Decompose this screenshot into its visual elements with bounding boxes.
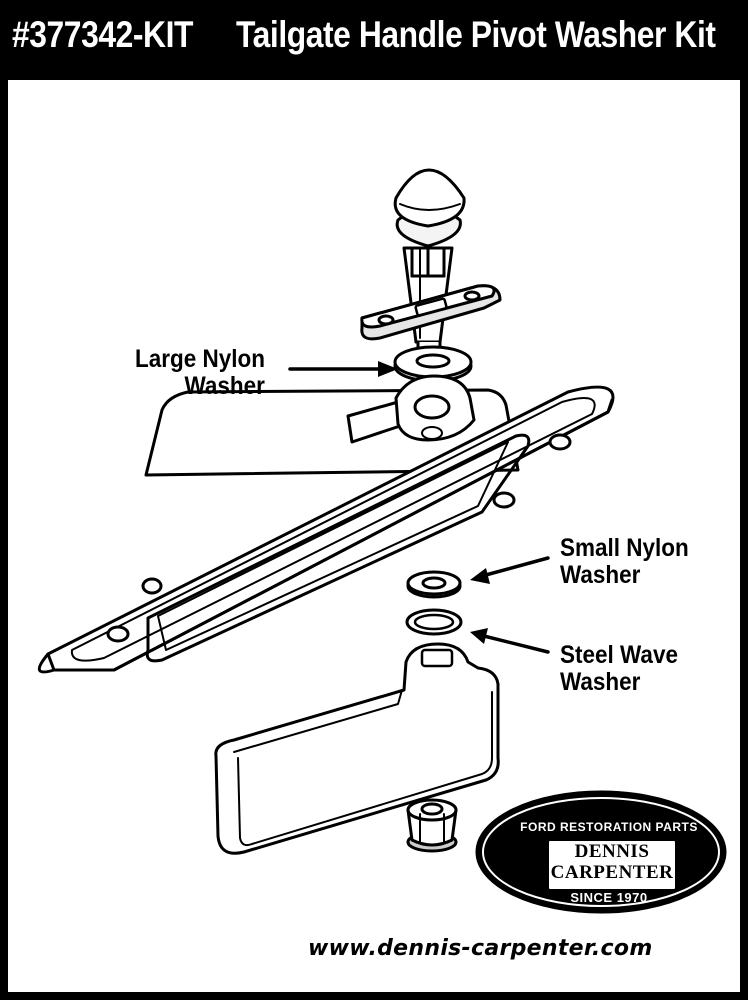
kit-title: Tailgate Handle Pivot Washer Kit xyxy=(236,14,716,55)
steel-wave-washer xyxy=(405,608,463,636)
handle-housing xyxy=(37,374,615,674)
bracket-plate xyxy=(360,284,502,341)
logo-name-line2: CARPENTER xyxy=(550,862,674,883)
large-nylon-label-line1: Large Nylon xyxy=(135,345,266,373)
company-logo: FORD RESTORATION PARTS DENNIS CARPENTER … xyxy=(484,800,734,930)
exploded-parts-diagram xyxy=(37,168,727,914)
large-nylon-washer xyxy=(393,345,473,383)
website-link[interactable]: www.dennis-carpenter.com xyxy=(308,936,653,961)
small-nylon-washer-label: Small Nylon Washer xyxy=(560,535,689,589)
steel-wave-label-line2: Washer xyxy=(560,668,641,696)
title-bar: #377342-KIT Tailgate Handle Pivot Washer… xyxy=(0,0,748,78)
large-nylon-label-line2: Washer xyxy=(184,372,265,400)
large-nylon-washer-label: Large Nylon Washer xyxy=(135,346,265,400)
logo-name-line1: DENNIS xyxy=(574,841,650,862)
steel-wave-washer-label: Steel Wave Washer xyxy=(560,642,678,696)
steel-washer-arrow xyxy=(482,634,550,654)
small-washer-arrow xyxy=(480,556,550,578)
logo-name-box: DENNIS CARPENTER xyxy=(546,838,678,892)
logo-top-text: FORD RESTORATION PARTS xyxy=(520,820,698,834)
part-number: #377342-KIT xyxy=(12,14,194,55)
flange-nut xyxy=(406,798,458,853)
steel-wave-label-line1: Steel Wave xyxy=(560,641,678,669)
logo-bottom-text: SINCE 1970 xyxy=(570,890,648,905)
diagram-panel: Large Nylon Washer Small Nylon Washer St… xyxy=(8,80,740,992)
small-nylon-washer xyxy=(406,570,462,599)
small-nylon-label-line1: Small Nylon xyxy=(560,534,689,562)
small-nylon-label-line2: Washer xyxy=(560,561,641,589)
handle-lever xyxy=(214,642,500,855)
